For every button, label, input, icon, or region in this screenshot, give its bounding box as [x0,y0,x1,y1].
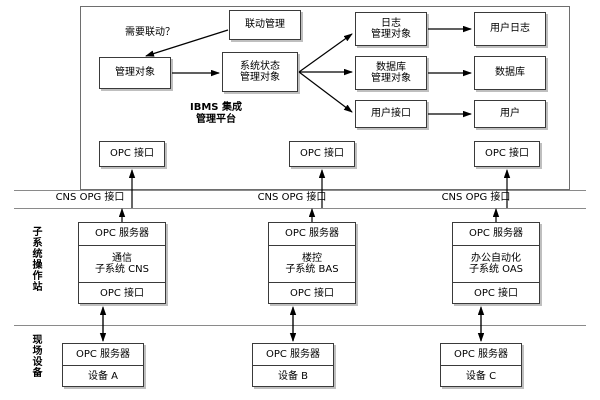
device-server: OPC 服务器 [75,348,131,360]
node-user[interactable]: 用户 [474,100,546,128]
node-line: 数据库 [376,61,406,73]
subsystem-opc-interface: OPC 接口 [269,282,355,305]
band-rule-bus [14,208,586,209]
platform-opc-interface-2[interactable]: OPC 接口 [289,141,355,167]
subsystem-station-oas[interactable]: OPC 服务器 办公自动化 子系统 OAS OPC 接口 [452,222,540,304]
device-server: OPC 服务器 [453,348,509,360]
node-line: 数据库 [495,67,525,79]
node-line: 用户 [500,108,520,120]
node-line: 管理对象 [240,72,280,83]
node-linkage-management[interactable]: 联动管理 [229,10,301,40]
subsystem-opc-interface: OPC 接口 [453,282,539,305]
subsystem-body: 楼控 子系统 BAS [269,245,355,282]
subsystem-server: OPC 服务器 [94,228,150,240]
node-line: 用户接口 [371,108,411,120]
subsystem-side-label: 子系统操作站 [30,226,41,292]
ibms-platform-frame [80,6,570,190]
bus-label-3: CNS OPG 接口 [441,192,511,203]
field-device-a[interactable]: OPC 服务器 设备 A [62,343,144,387]
linkage-condition-label: 需要联动？ [125,27,175,38]
platform-title-line1: IBMS 集成 [190,102,242,113]
device-server: OPC 服务器 [265,348,321,360]
subsystem-body: 办公自动化 子系统 OAS [453,245,539,282]
subsystem-body: 通信 子系统 CNS [79,245,165,282]
node-database-management-object[interactable]: 数据库 管理对象 [355,56,427,90]
subsystem-opc-interface: OPC 接口 [79,282,165,305]
field-device-b[interactable]: OPC 服务器 设备 B [252,343,334,387]
node-system-status-object[interactable]: 系统状态 管理对象 [222,52,298,92]
subsystem-server: OPC 服务器 [284,228,340,240]
node-user-log[interactable]: 用户日志 [474,12,546,46]
bus-label-2: CNS OPG 接口 [257,192,327,203]
field-device-c[interactable]: OPC 服务器 设备 C [440,343,522,387]
platform-title-line2: 管理平台 [196,114,236,125]
node-user-interface-object[interactable]: 用户接口 [355,100,427,128]
node-line: 管理对象 [371,29,411,40]
device-name: 设备 A [63,365,143,387]
node-line: 管理对象 [115,67,155,79]
platform-title: IBMS 集成 管理平台 [168,102,264,126]
node-database[interactable]: 数据库 [474,56,546,90]
device-name: 设备 B [253,365,333,387]
bus-label-1: CNS OPG 接口 [55,192,125,203]
field-side-label: 现场设备 [30,334,41,378]
device-name: 设备 C [441,365,521,387]
node-line: 系统状态 [240,60,280,72]
platform-opc-interface-1[interactable]: OPC 接口 [99,141,165,167]
subsystem-server: OPC 服务器 [468,228,524,240]
node-line: 联动管理 [245,19,285,31]
node-managed-object[interactable]: 管理对象 [99,57,171,89]
platform-opc-interface-3[interactable]: OPC 接口 [474,141,540,167]
node-line: 用户日志 [490,23,530,35]
subsystem-station-cns[interactable]: OPC 服务器 通信 子系统 CNS OPC 接口 [78,222,166,304]
node-log-management-object[interactable]: 日志 管理对象 [355,12,427,46]
band-rule-middle [14,325,586,326]
subsystem-station-bas[interactable]: OPC 服务器 楼控 子系统 BAS OPC 接口 [268,222,356,304]
band-rule-top [14,190,586,191]
node-line: 管理对象 [371,73,411,84]
node-line: 日志 [381,17,401,29]
